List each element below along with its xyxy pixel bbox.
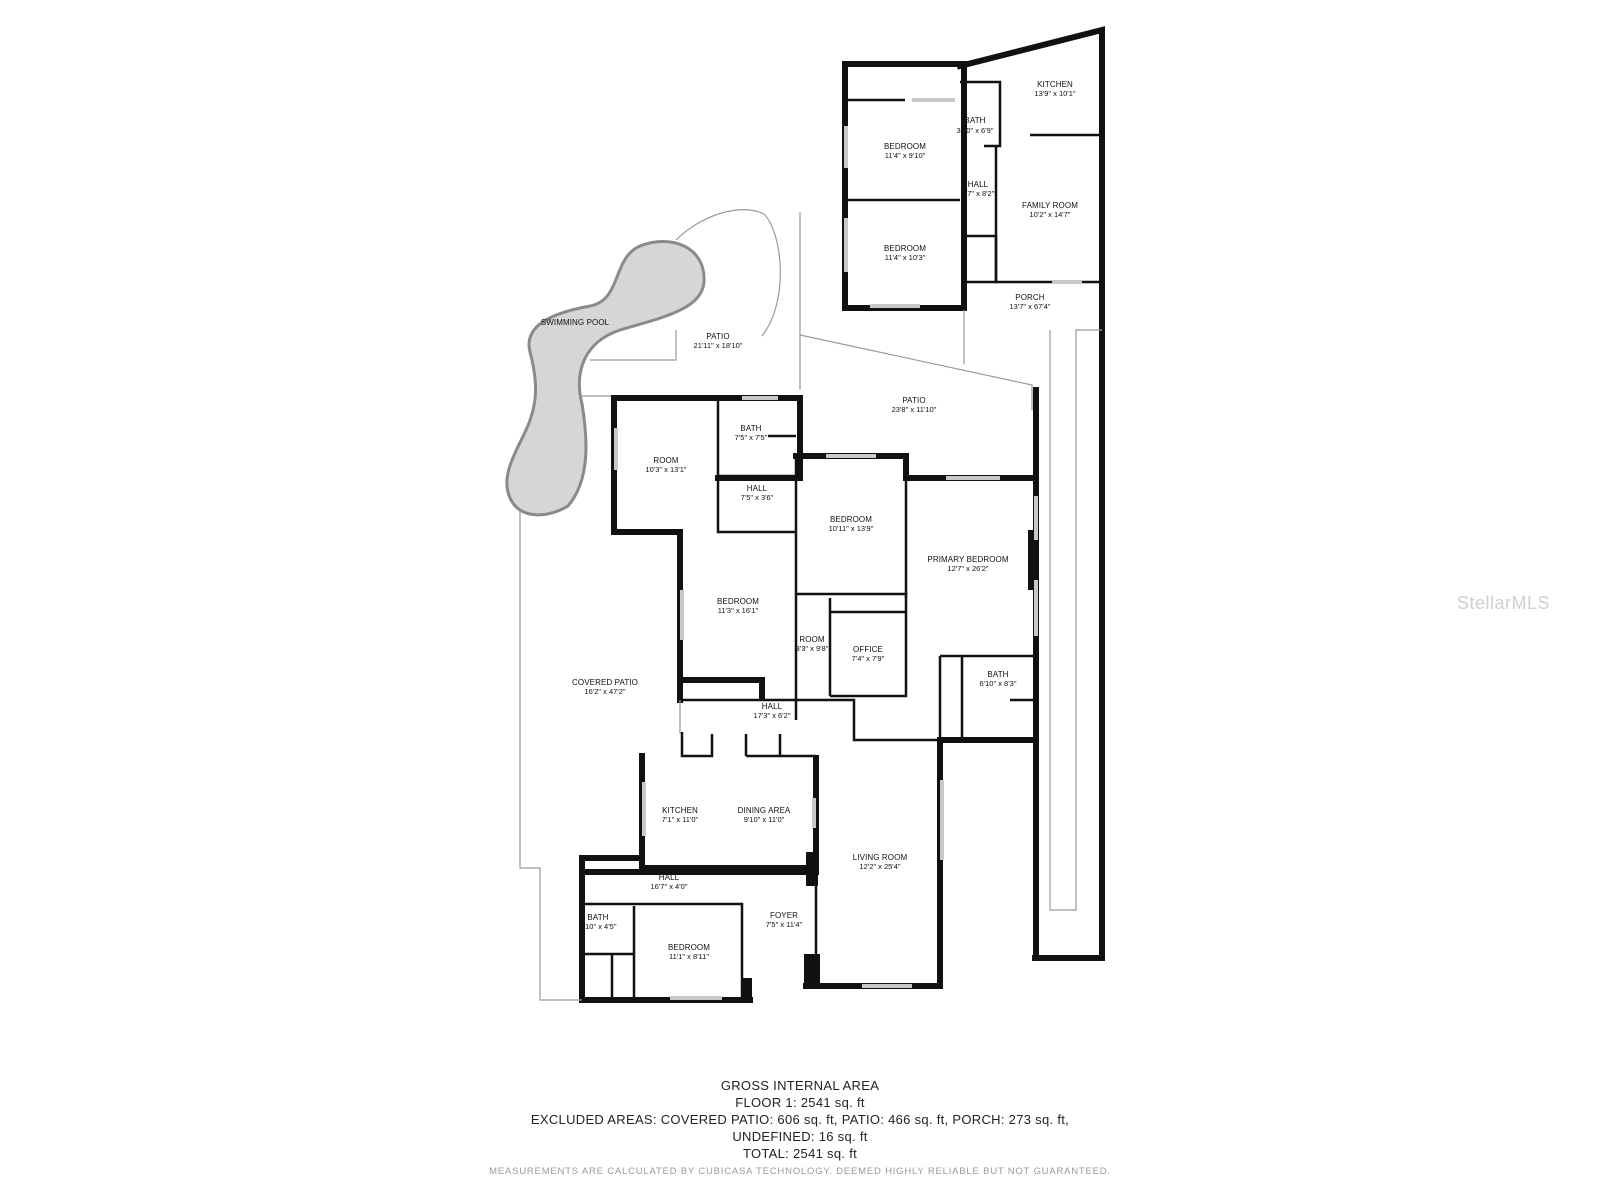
room-name-kitchen-top: KITCHEN — [1037, 80, 1073, 89]
room-dims-patio1: 21'11" x 18'10" — [694, 341, 743, 350]
guest-house — [842, 26, 1105, 961]
room-name-bath-top: BATH — [964, 116, 985, 125]
summary-excluded: EXCLUDED AREAS: COVERED PATIO: 606 sq. f… — [530, 1112, 1070, 1127]
room-name-office: OFFICE — [853, 645, 883, 654]
swimming-pool — [505, 240, 706, 517]
pool-area — [505, 209, 1033, 517]
room-dims-bedroom-bottom: 11'1" x 8'11" — [669, 952, 709, 961]
room-dims-living-room: 12'2" x 25'4" — [859, 862, 900, 871]
room-name-bath-mid: BATH — [740, 424, 761, 433]
room-dims-foyer: 7'5" x 11'4" — [766, 920, 803, 929]
room-name-room2: ROOM — [799, 635, 825, 644]
room-name-covered-patio: COVERED PATIO — [572, 678, 638, 687]
room-name-hall-mid: HALL — [747, 484, 768, 493]
room-dims-bath-top: 3'10" x 6'9" — [957, 126, 994, 135]
room-name-bath-primary: BATH — [987, 670, 1008, 679]
summary-total: TOTAL: 2541 sq. ft — [742, 1146, 858, 1161]
summary-disclaimer: MEASUREMENTS ARE CALCULATED BY CUBICASA … — [489, 1166, 1111, 1177]
room-name-hall-bottom: HALL — [659, 873, 680, 882]
room-dims-bedroom-top2: 11'4" x 10'3" — [885, 253, 926, 262]
watermark-logo: StellarMLS — [1457, 593, 1551, 613]
summary-title: GROSS INTERNAL AREA — [720, 1078, 880, 1093]
room-dims-bedroom-left: 11'3" x 16'1" — [718, 606, 759, 615]
room-dims-room1: 10'3" x 13'1" — [645, 465, 686, 474]
room-dims-patio2: 23'8" x 11'10" — [892, 405, 937, 414]
room-dims-dining-area: 9'10" x 11'0" — [744, 815, 785, 824]
room-dims-kitchen-top: 13'9" x 10'1" — [1034, 89, 1075, 98]
summary-floor1: FLOOR 1: 2541 sq. ft — [735, 1095, 865, 1110]
room-name-room1: ROOM — [653, 456, 679, 465]
room-name-patio1: PATIO — [706, 332, 729, 341]
summary-undefined: UNDEFINED: 16 sq. ft — [732, 1129, 868, 1144]
room-dims-bedroom-top1: 11'4" x 9'10" — [885, 151, 926, 160]
room-dims-office: 7'4" x 7'9" — [852, 654, 885, 663]
room-dims-room2: 3'3" x 9'8" — [796, 644, 829, 653]
room-dims-porch: 13'7" x 67'4" — [1009, 302, 1050, 311]
room-name-bedroom-mid: BEDROOM — [830, 515, 872, 524]
room-name-bedroom-top1: BEDROOM — [884, 142, 926, 151]
room-name-bedroom-top2: BEDROOM — [884, 244, 926, 253]
area-summary: GROSS INTERNAL AREA FLOOR 1: 2541 sq. ft… — [0, 1077, 1600, 1180]
room-name-patio2: PATIO — [902, 396, 925, 405]
room-dims-hall-bottom: 16'7" x 4'0" — [651, 882, 688, 891]
room-name-primary-bedroom: PRIMARY BEDROOM — [927, 555, 1008, 564]
room-name-living-room: LIVING ROOM — [853, 853, 908, 862]
room-name-hall-center: HALL — [762, 702, 783, 711]
room-dims-covered-patio: 16'2" x 47'2" — [584, 687, 625, 696]
room-dims-primary-bedroom: 12'7" x 26'2" — [947, 564, 988, 573]
room-name-hall-top: HALL — [968, 180, 989, 189]
room-name-bath-bottom: BATH — [587, 913, 608, 922]
room-name-bedroom-left: BEDROOM — [717, 597, 759, 606]
room-dims-hall-mid: 7'5" x 3'6" — [741, 493, 774, 502]
room-name-foyer: FOYER — [770, 911, 798, 920]
room-dims-bath-primary: 6'10" x 8'3" — [980, 679, 1017, 688]
room-name-family-room: FAMILY ROOM — [1022, 201, 1078, 210]
room-name-bedroom-bottom: BEDROOM — [668, 943, 710, 952]
room-labels: KITCHEN 13'9" x 10'1" BATH 3'10" x 6'9" … — [541, 80, 1078, 961]
room-dims-hall-top: 3'7" x 8'2" — [962, 189, 995, 198]
room-name-porch: PORCH — [1015, 293, 1045, 302]
room-dims-bath-bottom: 4'10" x 4'5" — [580, 922, 617, 931]
room-name-dining-area: DINING AREA — [738, 806, 791, 815]
main-house — [519, 387, 1039, 1003]
room-dims-bedroom-mid: 10'11" x 13'9" — [829, 524, 874, 533]
room-name-swimming-pool: SWIMMING POOL — [541, 318, 610, 327]
room-dims-bath-mid: 7'5" x 7'5" — [735, 433, 768, 442]
room-dims-family-room: 10'2" x 14'7" — [1029, 210, 1070, 219]
room-name-kitchen: KITCHEN — [662, 806, 698, 815]
room-dims-hall-center: 17'3" x 6'2" — [754, 711, 791, 720]
room-dims-kitchen: 7'1" x 11'0" — [662, 815, 699, 824]
